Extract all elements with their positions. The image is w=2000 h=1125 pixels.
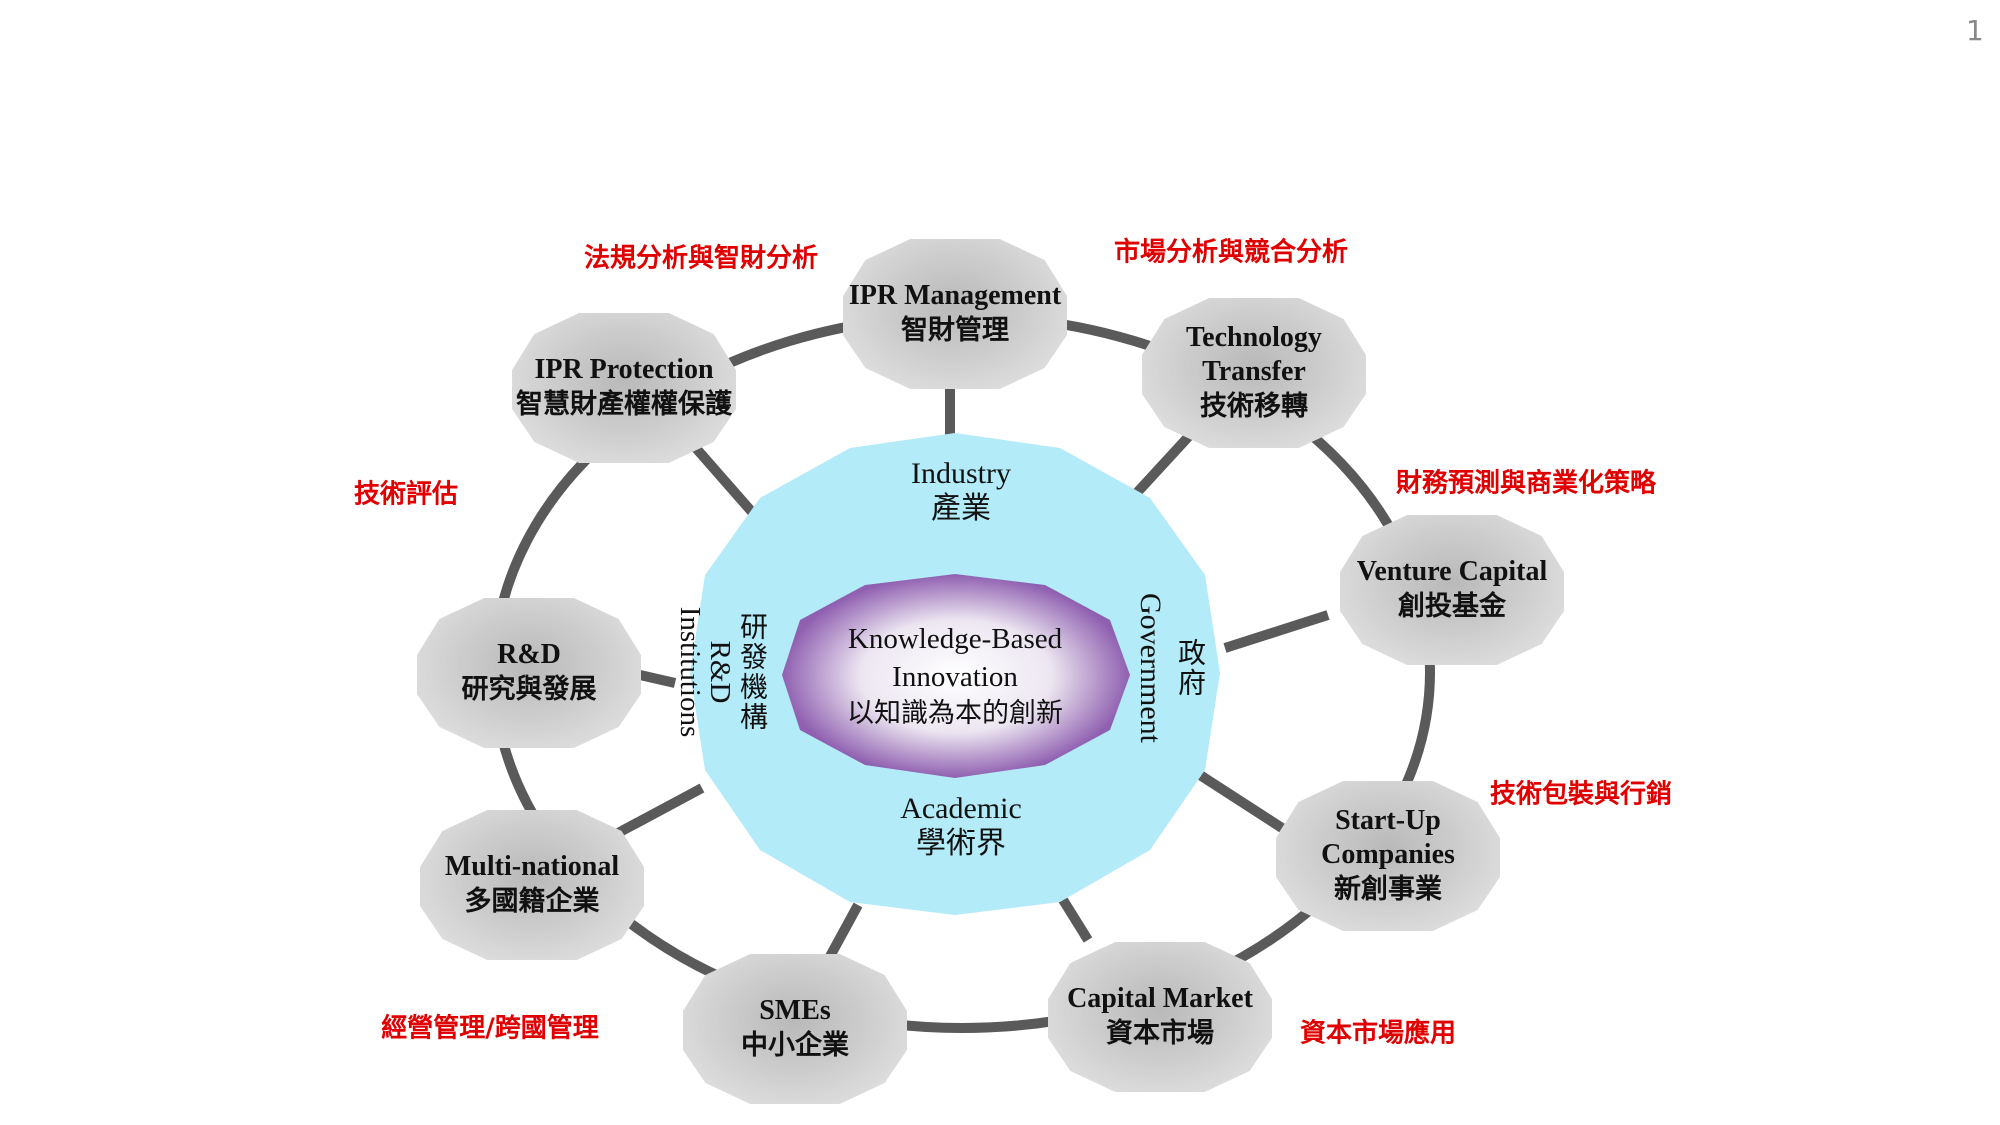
node-en: Multi-national bbox=[444, 851, 620, 882]
node-zh: 新創事業 bbox=[1334, 874, 1442, 905]
annotation-financial-forecast-strategy: 財務預測與商業化策略 bbox=[1395, 468, 1657, 499]
node-zh: 研究與發展 bbox=[461, 674, 597, 705]
annotation-regulation-ipr-analysis: 法規分析與智財分析 bbox=[583, 243, 819, 274]
node-en: Start-Up bbox=[1335, 805, 1441, 836]
node-en2: Companies bbox=[1321, 839, 1455, 870]
node-zh: 資本市場 bbox=[1106, 1018, 1214, 1049]
core-label: Knowledge-Based Innovation 以知識為本的創新 bbox=[847, 620, 1063, 732]
node-ipr-protection: IPR Protection 智慧財產權權保護 bbox=[512, 313, 736, 463]
node-zh: 技術移轉 bbox=[1200, 391, 1308, 422]
spoke bbox=[823, 902, 863, 963]
rd-label: R&D bbox=[704, 640, 736, 704]
core-zh: 以知識為本的創新 bbox=[847, 698, 1063, 729]
spoke bbox=[1197, 770, 1285, 833]
core-line2: Innovation bbox=[892, 661, 1018, 693]
sector-industry-zh: 產業 bbox=[931, 491, 991, 526]
sector-government-zh: 政府 bbox=[1174, 638, 1207, 698]
spoke bbox=[638, 670, 677, 688]
node-zh: 智財管理 bbox=[901, 315, 1009, 346]
annotation-market-competition-analysis: 市場分析與競合分析 bbox=[1113, 237, 1349, 268]
sector-government-en: Government bbox=[1133, 593, 1167, 743]
node-zh: 多國籍企業 bbox=[464, 886, 600, 917]
core-line1: Knowledge-Based bbox=[847, 623, 1063, 655]
spoke bbox=[1129, 431, 1194, 501]
sector-academic-en: Academic bbox=[900, 792, 1022, 825]
sector-academic-zh: 學術界 bbox=[915, 826, 1006, 861]
node-start-up-companies: Start-Up Companies 新創事業 bbox=[1276, 781, 1500, 931]
node-venture-capital: Venture Capital 創投基金 bbox=[1340, 515, 1564, 665]
page-number: 1 bbox=[1966, 14, 1984, 47]
node-en2: Transfer bbox=[1202, 356, 1306, 387]
node-en: SMEs bbox=[759, 995, 831, 1026]
node-en: R&D bbox=[497, 639, 561, 670]
institutions-label: Institutions bbox=[674, 606, 706, 738]
sector-academic: Academic 學術界 bbox=[900, 792, 1022, 862]
annotation-business-management: 經營管理/跨國管理 bbox=[381, 1013, 599, 1044]
spoke bbox=[1055, 892, 1093, 943]
node-en: IPR Protection bbox=[534, 354, 714, 385]
government-label: Government bbox=[1134, 593, 1167, 743]
node-rd: R&D 研究與發展 bbox=[417, 598, 641, 748]
node-en: Venture Capital bbox=[1356, 556, 1548, 587]
node-ipr-management: IPR Management 智財管理 bbox=[843, 239, 1067, 389]
node-smes: SMEs 中小企業 bbox=[683, 954, 907, 1104]
sector-industry: Industry 產業 bbox=[911, 457, 1011, 527]
sector-rd-institutions-en: R&D Institutions bbox=[674, 606, 736, 738]
node-en: Capital Market bbox=[1067, 983, 1253, 1014]
spoke bbox=[1223, 610, 1330, 653]
annotation-technology-packaging-marketing: 技術包裝與行銷 bbox=[1489, 779, 1673, 810]
sector-industry-en: Industry bbox=[911, 457, 1011, 490]
node-multi-national: Multi-national 多國籍企業 bbox=[420, 810, 644, 960]
node-capital-market: Capital Market 資本市場 bbox=[1048, 942, 1272, 1092]
core-circle bbox=[782, 574, 1130, 778]
node-zh: 中小企業 bbox=[741, 1030, 849, 1061]
spokes bbox=[615, 385, 1330, 963]
spoke bbox=[691, 443, 756, 516]
node-zh: 智慧財產權權保護 bbox=[516, 389, 732, 420]
annotation-capital-market-application: 資本市場應用 bbox=[1299, 1018, 1457, 1049]
annotation-technology-assessment: 技術評估 bbox=[353, 479, 459, 510]
node-technology-transfer: Technology Transfer 技術移轉 bbox=[1142, 298, 1366, 448]
sector-rd-institutions-zh: 研發機構 bbox=[736, 612, 769, 732]
spoke bbox=[615, 783, 705, 838]
node-en: Technology bbox=[1186, 322, 1322, 353]
node-en: IPR Management bbox=[848, 280, 1062, 311]
node-zh: 創投基金 bbox=[1398, 591, 1506, 622]
